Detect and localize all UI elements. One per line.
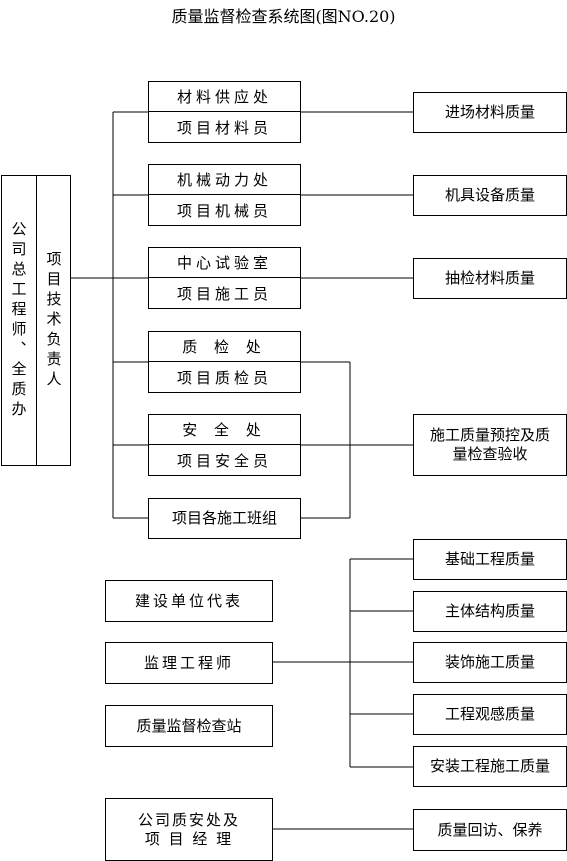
department-name: 质 检 处 [149,332,300,362]
quality-item-equipment: 机具设备质量 [413,175,567,216]
engineering-item-appearance: 工程观感质量 [413,694,567,735]
department-role: 项目施工员 [176,284,272,303]
department-name: 安 全 处 [149,415,300,445]
department-role: 项目安全员 [176,451,272,470]
department-box-materials: 材料供应处 项目材料员 [148,81,301,143]
department-role: 项目质检员 [176,368,272,387]
department-box-machinery: 机械动力处 项目机械员 [148,164,301,226]
quality-supervision-station-box: 质量监督检查站 [105,705,273,747]
department-role: 项目机械员 [176,201,272,220]
department-box-inspection: 质 检 处 项目质检员 [148,331,301,393]
company-safety-dept-box: 公司质安处及项 目 经 理 [105,798,273,861]
page-title: 质量监督检查系统图(图NO.20) [171,7,396,26]
supervising-engineer-box: 监理工程师 [105,642,273,684]
company-chief-engineer: 公司总工程师、全质办 [2,176,37,465]
quality-item-precontrol: 施工质量预控及质量检查验收 [413,414,567,476]
department-name: 材料供应处 [149,82,300,112]
quality-item-sampling: 抽检材料质量 [413,258,567,299]
department-name: 机械动力处 [149,165,300,195]
engineering-item-foundation: 基础工程质量 [413,539,567,580]
engineering-item-installation: 安装工程施工质量 [413,746,567,787]
department-role: 项目材料员 [176,118,272,137]
aftercare-box: 质量回访、保养 [413,809,567,851]
quality-item-incoming-materials: 进场材料质量 [413,92,567,133]
project-technical-lead: 项目技术负责人 [44,250,63,391]
engineering-item-decoration: 装饰施工质量 [413,642,567,683]
owner-representative-box: 建设单位代表 [105,580,273,622]
construction-teams-box: 项目各施工班组 [148,498,301,539]
department-box-safety: 安 全 处 项目安全员 [148,414,301,476]
department-name: 中心试验室 [149,248,300,278]
department-box-lab: 中心试验室 项目施工员 [148,247,301,309]
leadership-box: 公司总工程师、全质办 项目技术负责人 [1,175,71,466]
engineering-item-structure: 主体结构质量 [413,591,567,632]
